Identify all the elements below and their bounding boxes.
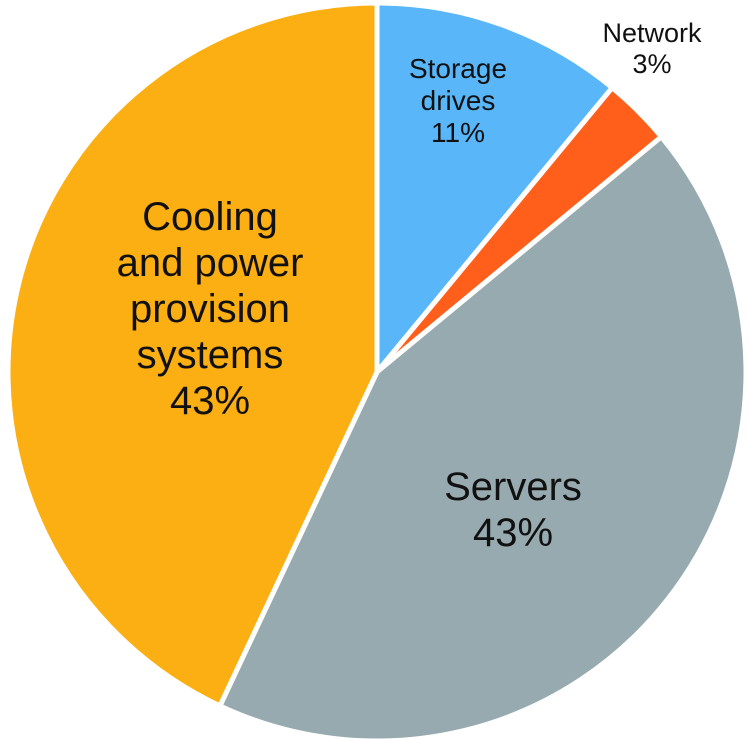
- slice-percent-label: 3%: [632, 49, 671, 79]
- slice-label: drives: [421, 85, 496, 116]
- slice-label: Cooling: [142, 195, 278, 239]
- pie-slice-servers: [217, 134, 749, 739]
- slice-percent-label: 43%: [170, 379, 250, 423]
- slice-label: provision: [130, 287, 290, 331]
- slice-label: Storage: [409, 53, 507, 84]
- pie-slice-cooling-and-power-provision-systems: [5, 0, 380, 709]
- slice-label: and power: [117, 241, 304, 285]
- pie-slice-storage-drives: [374, 0, 615, 375]
- slice-percent-label: 43%: [473, 511, 553, 555]
- slice-label: systems: [137, 333, 284, 377]
- slice-label: Network: [602, 18, 702, 48]
- slice-label: Servers: [444, 465, 582, 509]
- slice-percent-label: 11%: [431, 117, 485, 148]
